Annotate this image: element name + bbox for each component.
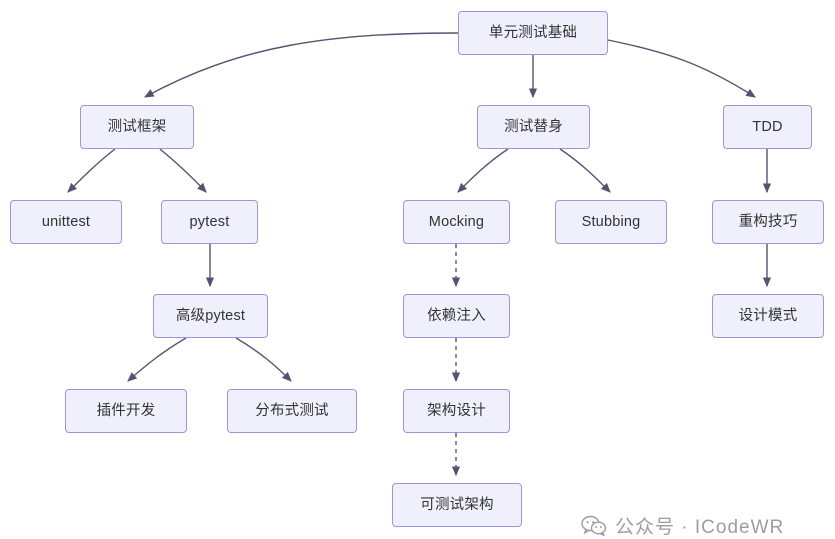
node-architecture-design[interactable]: 架构设计 — [403, 389, 510, 433]
node-dependency-injection[interactable]: 依赖注入 — [403, 294, 510, 338]
watermark-text: 公众号 · ICodeWR — [615, 517, 785, 538]
node-root[interactable]: 单元测试基础 — [458, 11, 608, 55]
watermark: 公众号 · ICodeWR — [581, 512, 784, 539]
wechat-icon — [581, 515, 607, 537]
node-unittest[interactable]: unittest — [10, 200, 122, 244]
node-advanced-pytest[interactable]: 高级pytest — [153, 294, 268, 338]
node-tdd[interactable]: TDD — [723, 105, 812, 149]
node-refactor[interactable]: 重构技巧 — [712, 200, 824, 244]
node-mocking[interactable]: Mocking — [403, 200, 510, 244]
node-doubles[interactable]: 测试替身 — [477, 105, 590, 149]
node-stubbing[interactable]: Stubbing — [555, 200, 667, 244]
node-pytest[interactable]: pytest — [161, 200, 258, 244]
node-plugin-development[interactable]: 插件开发 — [65, 389, 187, 433]
node-design-patterns[interactable]: 设计模式 — [712, 294, 824, 338]
node-distributed-testing[interactable]: 分布式测试 — [227, 389, 357, 433]
node-framework[interactable]: 测试框架 — [80, 105, 194, 149]
node-testable-architecture[interactable]: 可测试架构 — [392, 483, 522, 527]
